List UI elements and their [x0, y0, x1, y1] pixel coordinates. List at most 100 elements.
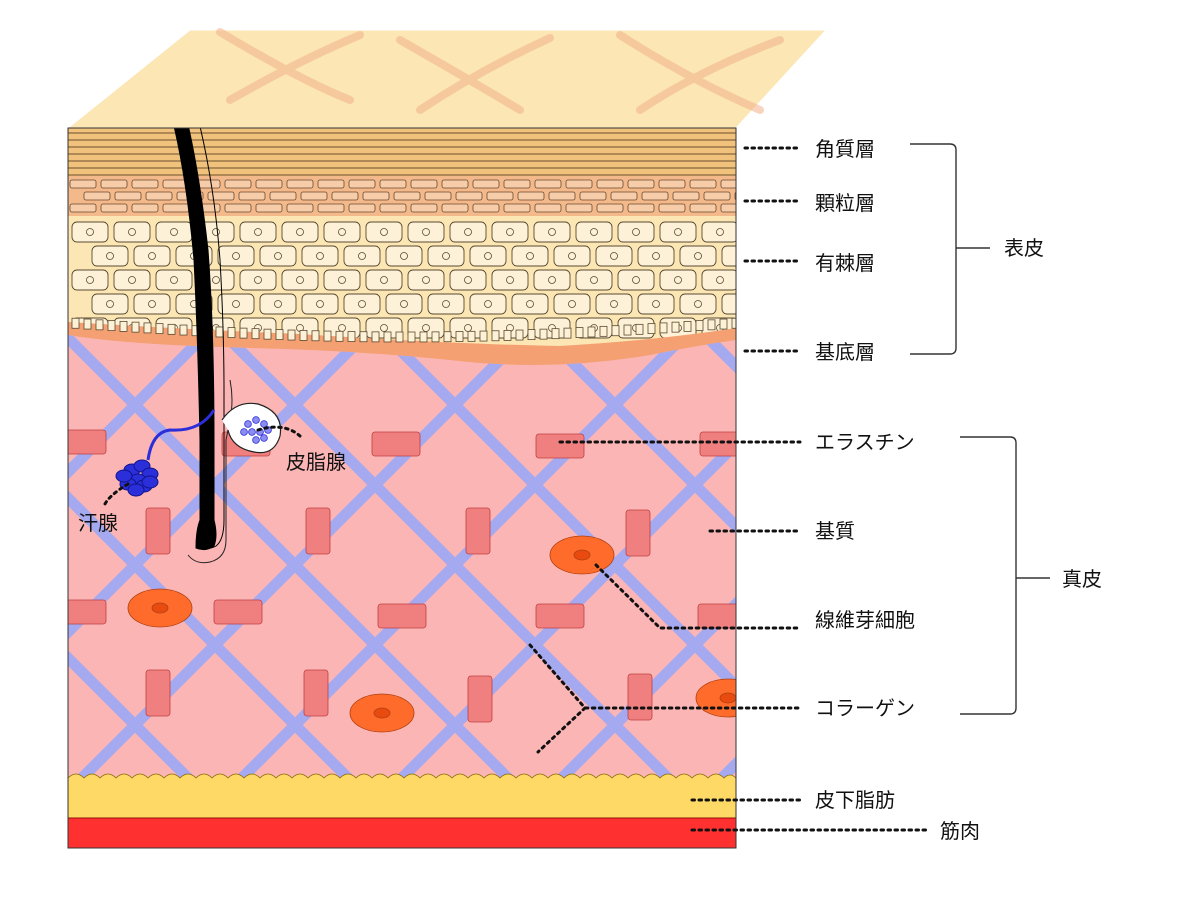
- skin-surface: [66, 28, 828, 129]
- granule-cell: [224, 203, 252, 213]
- spinosum-cell: [659, 221, 697, 243]
- granule-cell: [672, 191, 700, 201]
- spinosum-cell: [259, 293, 297, 315]
- granule-cell: [548, 191, 576, 201]
- label-muscle: 筋肉: [940, 819, 980, 843]
- granule-cell: [658, 203, 686, 213]
- granule-cell: [331, 191, 359, 201]
- granule-cell: [286, 203, 314, 213]
- spinosum-cell: [701, 269, 736, 291]
- granule-cell: [734, 191, 736, 201]
- leader-lines: [102, 146, 932, 832]
- granule-cell: [627, 179, 655, 189]
- label-collagen: コラーゲン: [815, 696, 915, 720]
- granule-cell: [379, 203, 407, 213]
- granule-cell: [565, 203, 593, 213]
- dermis-bracket: [960, 436, 1050, 715]
- granule-cell: [455, 191, 483, 201]
- elastin-fiber: [467, 675, 493, 723]
- spinosum-cell: [721, 293, 736, 315]
- spinosum-cell: [133, 293, 171, 315]
- spinosum-cell: [427, 245, 465, 267]
- granule-cell: [565, 179, 593, 189]
- spinosum-cell: [637, 293, 675, 315]
- granule-cell: [207, 191, 235, 201]
- granule-cell: [703, 191, 731, 201]
- spinosum-cell: [659, 269, 697, 291]
- spinosum-cell: [491, 269, 529, 291]
- spinosum-cell: [617, 221, 655, 243]
- spinosum-cell: [323, 269, 361, 291]
- granule-cell: [472, 179, 500, 189]
- label-subcutaneous-fat: 皮下脂肪: [815, 788, 895, 812]
- spinosum-cell: [427, 293, 465, 315]
- granule-cell: [534, 179, 562, 189]
- granule-cell: [441, 203, 469, 213]
- granule-cell: [579, 191, 607, 201]
- spinosum-cell: [385, 245, 423, 267]
- spinosum-cell: [721, 245, 736, 267]
- granule-cell: [534, 203, 562, 213]
- granule-cell: [69, 179, 97, 189]
- spinosum-cell: [533, 221, 571, 243]
- granule-cell: [317, 203, 345, 213]
- spinosum-cell: [595, 245, 633, 267]
- label-elastin: エラスチン: [815, 430, 915, 454]
- granule-cell: [441, 179, 469, 189]
- granule-cell: [503, 203, 531, 213]
- label-ground-substance: 基質: [815, 519, 855, 543]
- spinosum-cell: [365, 269, 403, 291]
- spinosum-cell: [553, 245, 591, 267]
- spinosum-cell: [301, 293, 339, 315]
- granule-cell: [131, 179, 159, 189]
- granule-cell: [503, 179, 531, 189]
- spinosum-cell: [155, 221, 193, 243]
- spinosum-cell: [637, 245, 675, 267]
- spinosum-cell: [281, 221, 319, 243]
- granule-cell: [596, 179, 624, 189]
- granule-cell: [720, 203, 736, 213]
- granule-cell: [100, 203, 128, 213]
- spinosum-cell: [533, 269, 571, 291]
- spinosum-cell: [343, 293, 381, 315]
- elastin-fiber: [371, 431, 421, 457]
- granule-cell: [424, 191, 452, 201]
- label-stratum-basale: 基底層: [815, 340, 875, 364]
- spinosum-cell: [217, 293, 255, 315]
- granule-cell: [610, 191, 638, 201]
- granule-cell: [658, 179, 686, 189]
- stratum-granulosum-layer: [68, 176, 736, 216]
- granule-cell: [69, 203, 97, 213]
- elastin-fiber: [625, 509, 651, 557]
- elastin-fiber: [627, 673, 653, 721]
- elastin-fiber: [697, 603, 736, 629]
- spinosum-cell: [449, 269, 487, 291]
- granule-cell: [393, 191, 421, 201]
- granule-cell: [255, 203, 283, 213]
- spinosum-cell: [575, 221, 613, 243]
- label-stratum-granulosum: 顆粒層: [815, 191, 875, 215]
- spinosum-cell: [217, 245, 255, 267]
- spinosum-cell: [343, 245, 381, 267]
- spinosum-cell: [679, 245, 717, 267]
- spinosum-cell: [91, 245, 129, 267]
- spinosum-cell: [575, 269, 613, 291]
- elastin-fiber: [535, 603, 585, 629]
- collagen-fiber-network: [68, 335, 736, 780]
- elastin-fiber: [699, 431, 736, 457]
- granule-cell: [348, 203, 376, 213]
- spinosum-cell: [553, 293, 591, 315]
- granule-cell: [379, 179, 407, 189]
- epidermis-bracket: [910, 143, 990, 355]
- stratum-corneum-layer: [68, 128, 736, 176]
- spinosum-cell: [511, 245, 549, 267]
- elastin-fiber: [377, 603, 427, 629]
- granule-cell: [689, 179, 717, 189]
- elastin-fiber: [535, 433, 585, 459]
- granule-cell: [255, 179, 283, 189]
- spinosum-cell: [301, 245, 339, 267]
- spinosum-cell: [239, 221, 277, 243]
- label-epidermis: 表皮: [1004, 236, 1044, 260]
- spinosum-cell: [449, 221, 487, 243]
